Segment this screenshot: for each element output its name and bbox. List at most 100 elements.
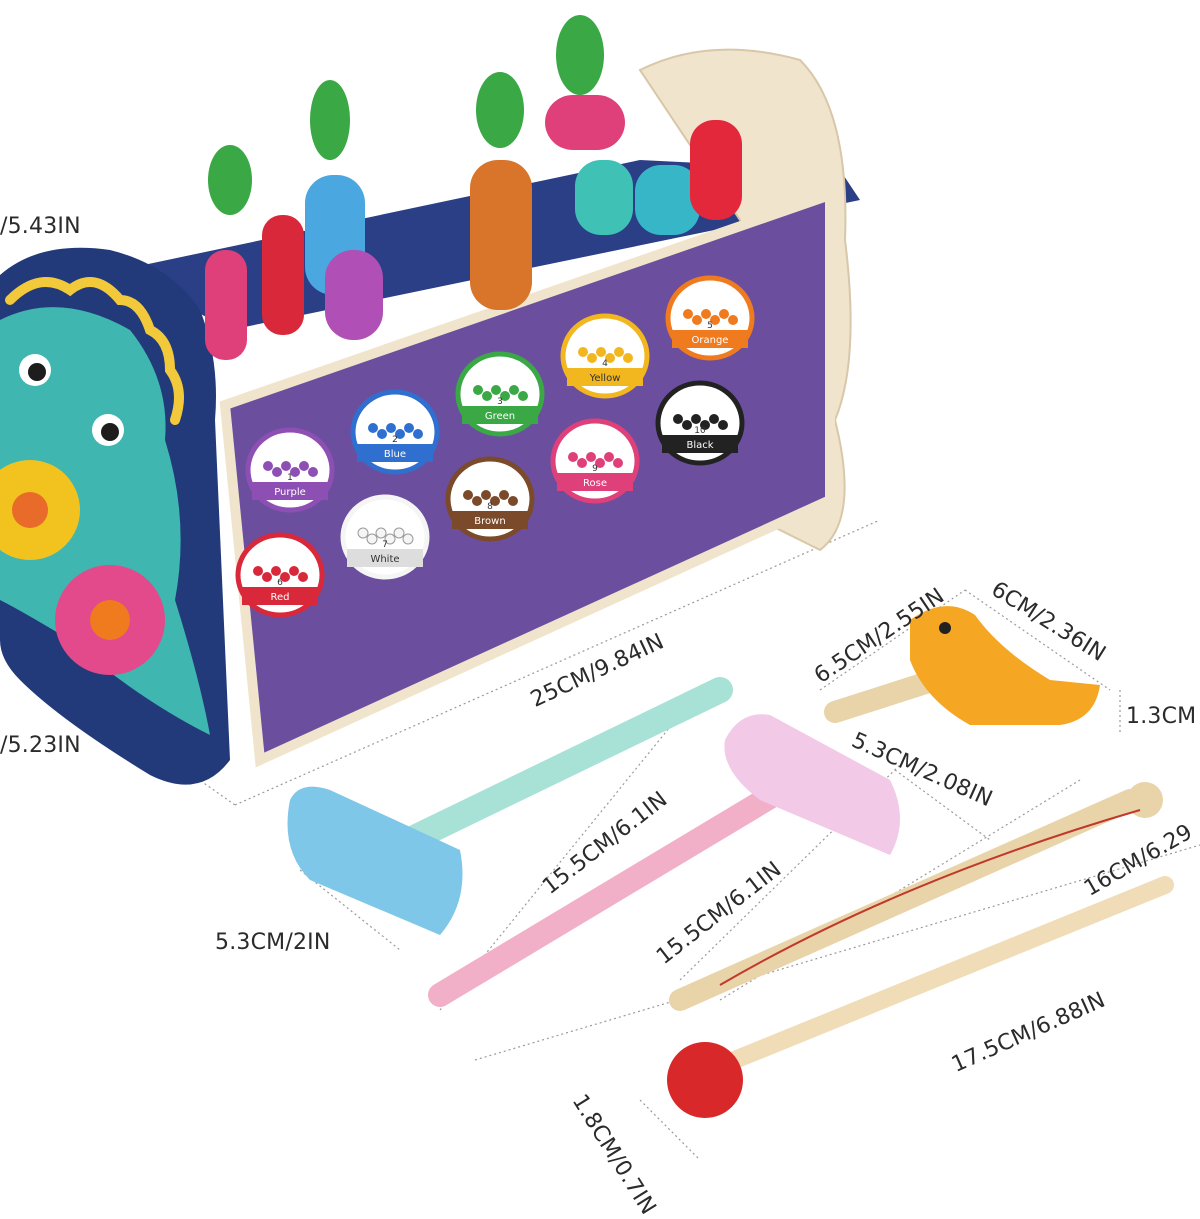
peg-red — [262, 215, 304, 335]
bead — [386, 423, 396, 433]
depth-label: /5.23IN — [0, 733, 81, 758]
pink-gear-icon — [55, 565, 165, 675]
bead — [280, 572, 290, 582]
bead — [402, 533, 414, 545]
slot-number: 8 — [487, 502, 493, 512]
bead — [289, 566, 299, 576]
bead — [605, 353, 615, 363]
slot-color-name: Purple — [274, 487, 306, 498]
bead — [472, 496, 482, 506]
slot-number: 10 — [694, 426, 706, 436]
bead — [578, 347, 588, 357]
bead — [491, 385, 501, 395]
drum-mallet — [667, 876, 1174, 1118]
bead — [691, 414, 701, 424]
bead — [377, 429, 387, 439]
bead — [290, 467, 300, 477]
slot-color-name: White — [370, 554, 399, 565]
slot-color-name: Red — [271, 592, 290, 603]
slot-number: 2 — [392, 435, 398, 445]
bead — [518, 391, 528, 401]
bead — [357, 527, 369, 539]
bead — [253, 566, 263, 576]
slot-label-band — [672, 330, 748, 348]
bead — [271, 566, 281, 576]
bead — [395, 429, 405, 439]
slot-label-band — [462, 406, 538, 424]
bead — [509, 385, 519, 395]
slot-color-name: Yellow — [589, 373, 621, 384]
slot-label-band — [662, 435, 738, 453]
peg-purple — [325, 250, 383, 340]
bead — [263, 461, 273, 471]
slot-color-name: Green — [485, 411, 515, 422]
slot-color-name: Black — [686, 440, 713, 451]
bead — [596, 347, 606, 357]
peg-orange — [470, 160, 532, 310]
peg-row — [205, 15, 742, 360]
bead — [473, 385, 483, 395]
bead — [281, 461, 291, 471]
slot-number: 3 — [497, 397, 503, 407]
bead-slot-grid: 1Purple2Blue3Green4Yellow5Orange6Red7Whi… — [235, 275, 755, 618]
bead — [298, 572, 308, 582]
bird-toy — [824, 606, 1100, 725]
bead — [623, 353, 633, 363]
blue-hammer — [287, 677, 733, 935]
bead — [719, 309, 729, 319]
bead — [728, 315, 738, 325]
bead — [499, 490, 509, 500]
pink-hammer — [428, 714, 900, 1007]
dinosaur-spikes — [5, 277, 184, 425]
slot-number: 9 — [592, 464, 598, 474]
carrot-leaves-icon — [208, 15, 604, 215]
bead — [404, 423, 414, 433]
slot-label-band — [242, 587, 318, 605]
peg-cyan — [635, 165, 700, 235]
bead — [683, 309, 693, 319]
bead — [700, 420, 710, 430]
bead — [393, 527, 405, 539]
slot-color-name: Blue — [384, 449, 406, 460]
slot-number: 1 — [287, 473, 293, 483]
bead — [577, 458, 587, 468]
bead — [508, 496, 518, 506]
slot-number: 7 — [382, 540, 388, 550]
bead — [482, 391, 492, 401]
bead — [368, 423, 378, 433]
slot-label-band — [252, 482, 328, 500]
bead — [604, 452, 614, 462]
bead — [413, 429, 423, 439]
peg-teal — [575, 160, 633, 235]
bead — [682, 420, 692, 430]
bead — [718, 420, 728, 430]
height-label: /5.43IN — [0, 214, 81, 239]
slot-label-band — [452, 511, 528, 529]
bead — [701, 309, 711, 319]
bead — [568, 452, 578, 462]
bead — [614, 347, 624, 357]
slot-label-band — [557, 473, 633, 491]
bead — [384, 533, 396, 545]
peg-pink-right — [545, 95, 625, 150]
yellow-gear-icon — [0, 460, 80, 560]
bead — [463, 490, 473, 500]
fishing-rod — [669, 782, 1163, 1011]
slot-label-band — [357, 444, 433, 462]
slot-number: 5 — [707, 321, 713, 331]
bead — [490, 496, 500, 506]
slot-label-band — [567, 368, 643, 386]
slot-label-band — [347, 549, 423, 567]
bead — [587, 353, 597, 363]
bead — [709, 414, 719, 424]
bead — [613, 458, 623, 468]
